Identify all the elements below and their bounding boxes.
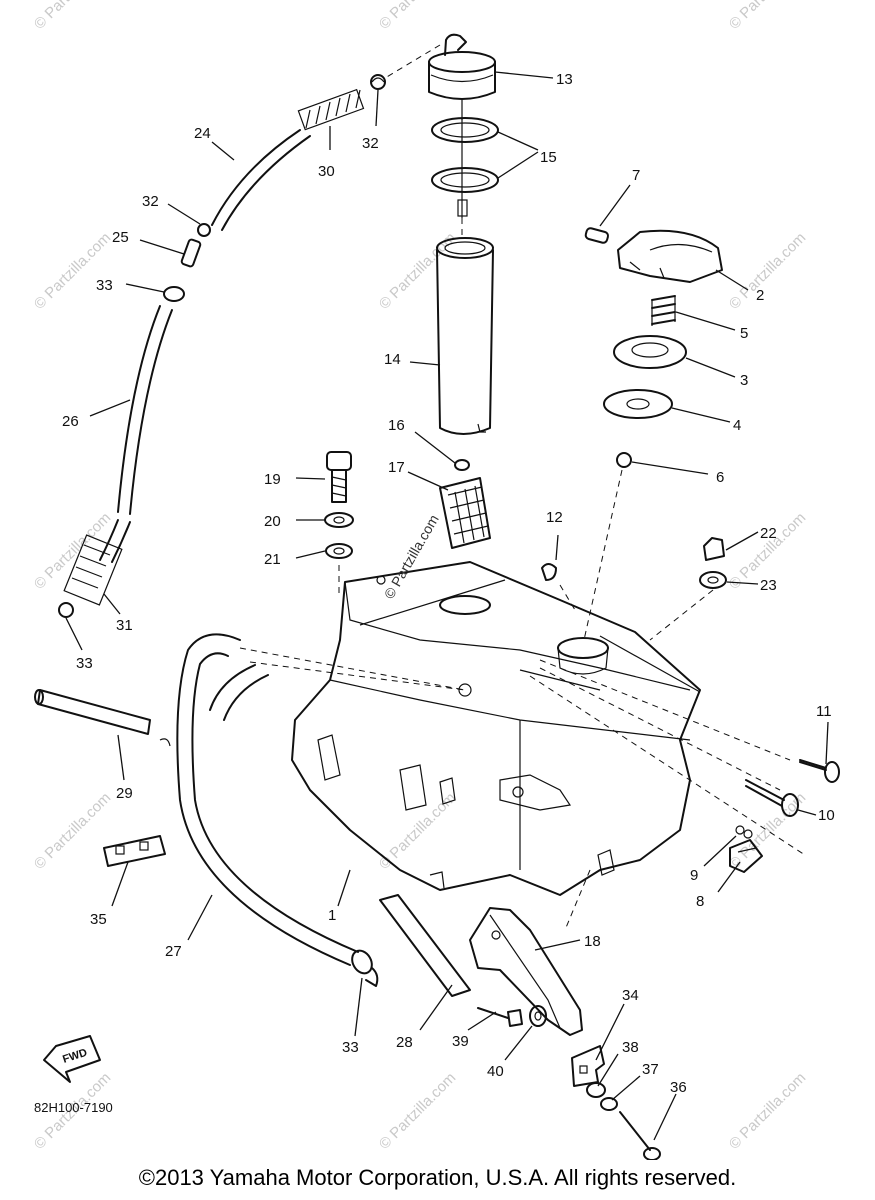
part-15-rings <box>431 117 499 236</box>
callout-9: 9 <box>690 867 698 884</box>
part-13-cap <box>384 33 496 120</box>
callout-11: 11 <box>816 703 832 720</box>
callout-2: 2 <box>756 287 764 304</box>
callout-33: 33 <box>76 655 93 672</box>
watermark: © Partzilla.com <box>376 0 459 33</box>
part-2-cap <box>584 227 723 283</box>
part-22-grommet <box>649 537 727 641</box>
callout-25: 25 <box>112 229 129 246</box>
part-19-bolt <box>324 451 354 598</box>
leader-lines <box>65 71 829 1141</box>
part-25-fitting <box>163 223 211 302</box>
callout-1: 1 <box>328 907 336 924</box>
fwd-arrow-icon: FWD <box>43 1035 101 1083</box>
part-8-grommet <box>729 839 763 873</box>
callout-3: 3 <box>740 372 748 389</box>
watermark: © Partzilla.com <box>726 229 809 312</box>
callout-20: 20 <box>264 513 281 530</box>
part-6-nut <box>583 452 632 641</box>
callout-18: 18 <box>584 933 601 950</box>
callout-36: 36 <box>670 1079 687 1096</box>
part-39-bolt <box>477 1005 547 1027</box>
callout-27: 27 <box>165 943 182 960</box>
part-5-spring <box>651 295 676 326</box>
parts-diagram: © Partzilla.com © Partzilla.com © Partzi… <box>31 0 840 1160</box>
callout-17: 17 <box>388 459 405 476</box>
filter-watermark: © Partzilla.com <box>381 512 442 602</box>
callout-13: 13 <box>556 71 573 88</box>
part-18-bracket <box>469 907 583 1036</box>
part-1-fuel-tank <box>239 561 806 931</box>
callout-10: 10 <box>818 807 835 824</box>
part-26-hose <box>117 305 173 515</box>
callout-38: 38 <box>622 1039 639 1056</box>
callout-30: 30 <box>318 163 335 180</box>
part-34-plate <box>571 1045 605 1087</box>
watermark: © Partzilla.com <box>31 229 114 312</box>
callout-35: 35 <box>90 911 107 928</box>
callout-8: 8 <box>696 893 704 910</box>
watermark: © Partzilla.com <box>31 789 114 872</box>
callout-7: 7 <box>632 167 640 184</box>
watermark: © Partzilla.com <box>31 509 114 592</box>
part-9-clip <box>735 825 753 839</box>
part-4-gasket <box>603 389 673 419</box>
callout-6: 6 <box>716 469 724 486</box>
watermark: © Partzilla.com <box>726 0 809 33</box>
callout-33: 33 <box>342 1039 359 1056</box>
callout-31: 31 <box>116 617 133 634</box>
callout-21: 21 <box>264 551 281 568</box>
copyright-notice: ©2013 Yamaha Motor Corporation, U.S.A. A… <box>138 1165 737 1190</box>
watermark-layer: © Partzilla.com © Partzilla.com © Partzi… <box>31 0 809 1153</box>
callout-29: 29 <box>116 785 133 802</box>
callout-28: 28 <box>396 1034 413 1051</box>
watermark: © Partzilla.com <box>376 1069 459 1152</box>
callout-24: 24 <box>194 125 211 142</box>
callout-14: 14 <box>384 351 401 368</box>
callout-5: 5 <box>740 325 748 342</box>
part-27-hose <box>176 633 379 987</box>
callout-26: 26 <box>62 413 79 430</box>
part-drawings: FWD © Partzilla.com <box>34 33 840 1160</box>
part-10-bolt <box>745 779 799 817</box>
part-36-bolt <box>619 1111 661 1160</box>
callout-15: 15 <box>540 149 557 166</box>
callout-4: 4 <box>733 417 741 434</box>
callout-32: 32 <box>142 193 159 210</box>
callout-16: 16 <box>388 417 405 434</box>
part-35-bracket <box>103 835 166 867</box>
fwd-label: FWD <box>61 1047 89 1066</box>
callout-40: 40 <box>487 1063 504 1080</box>
part-12-clip <box>541 563 557 581</box>
callout-39: 39 <box>452 1033 469 1050</box>
part-24-hose <box>211 74 386 231</box>
part-37-washer <box>600 1097 618 1111</box>
callout-32: 32 <box>362 135 379 152</box>
callout-19: 19 <box>264 471 281 488</box>
part-38-washer <box>586 1082 606 1098</box>
part-11-bolt <box>799 759 840 783</box>
callout-23: 23 <box>760 577 777 594</box>
watermark: © Partzilla.com <box>376 229 459 312</box>
callout-12: 12 <box>546 509 563 526</box>
callout-37: 37 <box>642 1061 659 1078</box>
callout-33: 33 <box>96 277 113 294</box>
callout-34: 34 <box>622 987 639 1004</box>
callout-labels: 13 32 15 24 30 7 32 25 33 2 5 14 3 26 4 … <box>34 71 835 1115</box>
watermark: © Partzilla.com <box>726 1069 809 1152</box>
part-29-tube <box>34 689 171 747</box>
part-17-filter <box>439 459 491 549</box>
drawing-code: 82H100-7190 <box>34 1100 113 1115</box>
watermark: © Partzilla.com <box>31 0 114 33</box>
part-3-seat <box>613 335 687 369</box>
part-31-spring <box>58 519 131 618</box>
callout-22: 22 <box>760 525 777 542</box>
part-14-tube <box>436 237 494 435</box>
part-28-pad <box>379 894 471 997</box>
